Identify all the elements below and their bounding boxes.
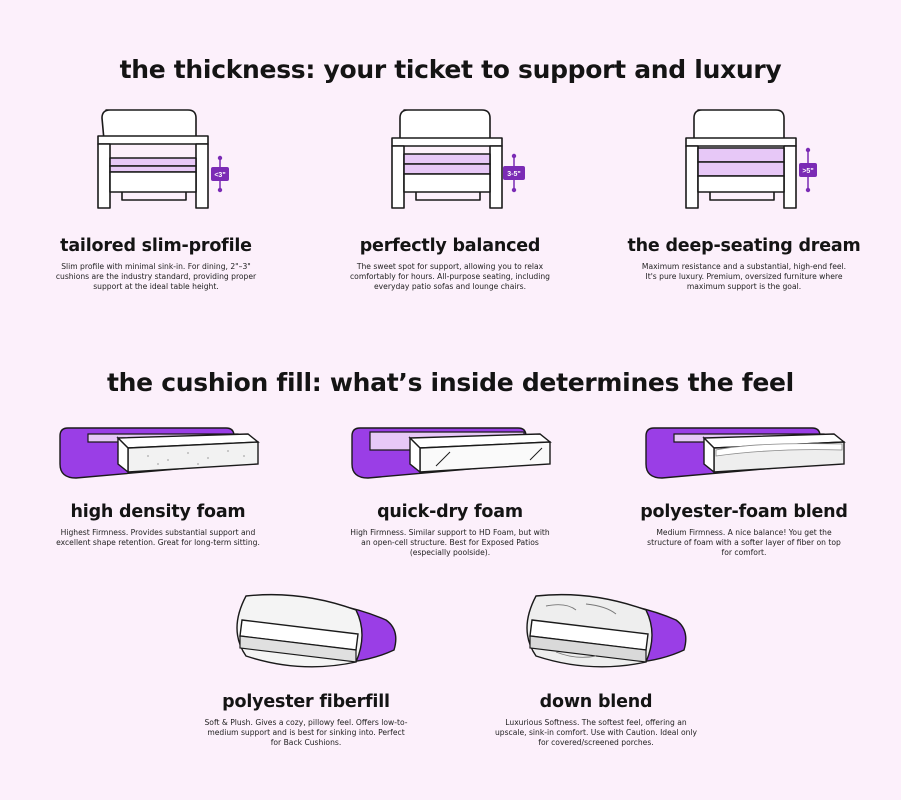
fill-option-name: polyester fiberfill xyxy=(222,692,390,712)
thickness-section-title: the thickness: your ticket to support an… xyxy=(119,55,782,84)
fill-option-name: quick-dry foam xyxy=(377,502,523,522)
fill-option-name: down blend xyxy=(539,692,653,712)
fill-option-polyester-foam-blend: polyester-foam blend Medium Firmness. A … xyxy=(614,420,874,558)
thickness-option-balanced: 3-5" perfectly balanced The sweet spot f… xyxy=(320,100,580,292)
thickness-badge: >5" xyxy=(802,168,813,175)
high-density-foam-illustration xyxy=(59,427,260,479)
fill-option-name: polyester-foam blend xyxy=(640,502,848,522)
fill-option-description: Luxurious Softness. The softest feel, of… xyxy=(494,718,698,747)
polyester-fiberfill-illustration xyxy=(236,593,397,668)
polyester-foam-blend-illustration xyxy=(645,427,846,479)
thickness-option-description: Maximum resistance and a substantial, hi… xyxy=(641,262,847,291)
chair-slim-illustration: <3" xyxy=(97,109,229,209)
fill-option-quick-dry-foam: quick-dry foam High Firmness. Similar su… xyxy=(320,420,580,558)
thickness-option-name: the deep-seating dream xyxy=(627,236,861,256)
fill-option-description: Medium Firmness. A nice balance! You get… xyxy=(647,528,841,557)
fill-option-name: high density foam xyxy=(70,502,246,522)
fill-option-polyester-fiberfill: polyester fiberfill Soft & Plush. Gives … xyxy=(176,590,436,748)
chair-balanced-illustration: 3-5" xyxy=(391,109,525,209)
thickness-indicator: 3-5" xyxy=(503,153,525,193)
chair-deep-illustration: >5" xyxy=(685,109,817,209)
thickness-badge: 3-5" xyxy=(507,171,520,178)
thickness-option-description: Slim profile with minimal sink-in. For d… xyxy=(55,262,257,291)
down-blend-illustration xyxy=(526,593,687,668)
fill-option-high-density-foam: high density foam Highest Firmness. Prov… xyxy=(28,420,288,548)
thickness-badge: <3" xyxy=(214,172,225,179)
thickness-option-deep: >5" the deep-seating dream Maximum resis… xyxy=(614,100,874,292)
fill-option-description: Soft & Plush. Gives a cozy, pillowy feel… xyxy=(204,718,408,747)
thickness-option-description: The sweet spot for support, allowing you… xyxy=(350,262,550,291)
fill-section-title: the cushion fill: what’s inside determin… xyxy=(107,368,794,397)
fill-option-down-blend: down blend Luxurious Softness. The softe… xyxy=(466,590,726,748)
fill-option-description: High Firmness. Similar support to HD Foa… xyxy=(350,528,550,557)
thickness-indicator: >5" xyxy=(799,147,817,193)
thickness-indicator: <3" xyxy=(211,155,229,193)
thickness-option-slim: <3" tailored slim-profile Slim profile w… xyxy=(26,100,286,292)
thickness-option-name: perfectly balanced xyxy=(359,236,541,256)
fill-option-description: Highest Firmness. Provides substantial s… xyxy=(56,528,260,547)
quick-dry-foam-illustration xyxy=(351,427,552,479)
thickness-option-name: tailored slim-profile xyxy=(60,236,252,256)
